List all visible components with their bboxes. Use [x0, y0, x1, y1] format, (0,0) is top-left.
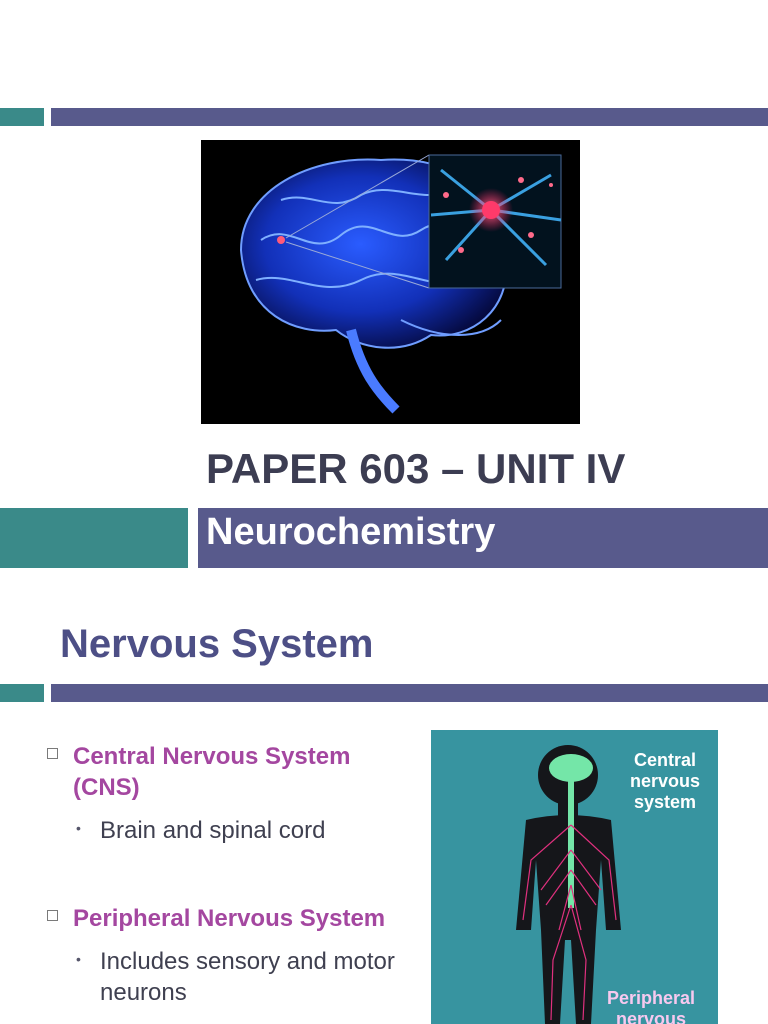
bullet-dot-icon: • — [76, 820, 81, 836]
bullet-pns-sub: Includes sensory and motor neurons — [100, 948, 395, 1006]
heading-accent-purple — [51, 684, 768, 702]
bullet-cns-label: Central Nervous System (CNS) — [73, 743, 351, 801]
bullet-square-icon — [47, 910, 58, 921]
heading-accent-teal — [0, 684, 44, 702]
nervous-system-image: Central nervous system Peripheral nervou… — [431, 730, 718, 1024]
subtitle-accent-teal — [0, 508, 188, 568]
subtitle-band — [198, 508, 768, 568]
top-accent-purple — [51, 108, 768, 126]
section-heading: Nervous System — [60, 622, 374, 666]
bullet-dot-icon: • — [76, 951, 81, 967]
peripheral-nervous-label: Peripheral nervous — [606, 988, 696, 1024]
central-nervous-system-label: Central nervous system — [629, 750, 701, 812]
bullet-square-icon — [47, 748, 58, 759]
slide-title: PAPER 603 – UNIT IV — [206, 445, 626, 492]
bullet-cns-sub: Brain and spinal cord — [100, 817, 326, 844]
bullet-pns-label: Peripheral Nervous System — [73, 905, 386, 932]
brain-image — [201, 140, 580, 424]
slide-subtitle: Neurochemistry — [206, 511, 496, 553]
top-accent-teal — [0, 108, 44, 126]
